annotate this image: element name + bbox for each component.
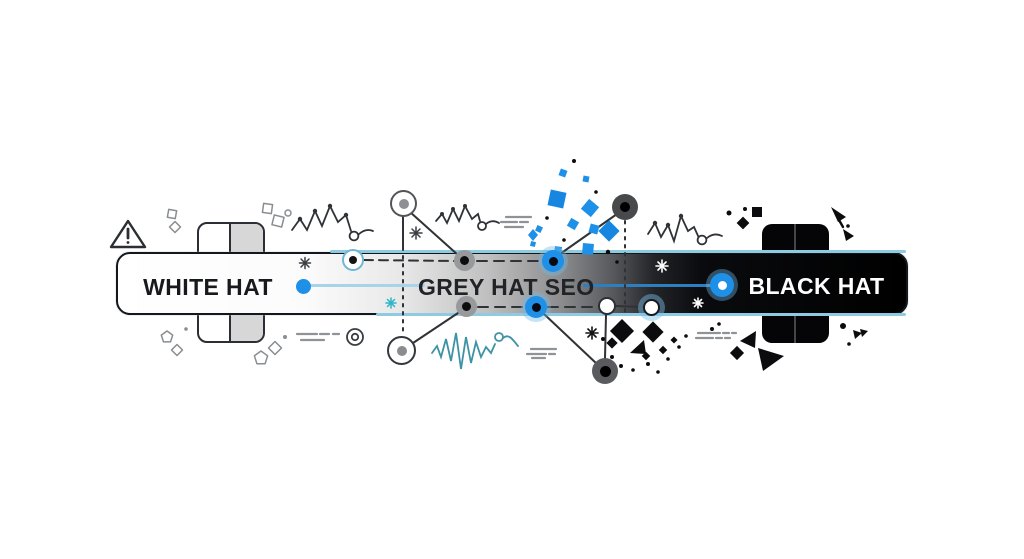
waveform-icon [431,332,519,370]
node-open-large [387,336,416,365]
blue-squares-cluster [529,159,620,264]
target-icon [346,328,364,346]
node-dark-bottom [592,358,618,384]
node-blue-top [542,250,564,272]
progress-dot-left [296,279,311,294]
cursor-arrow-icon-small [843,229,854,241]
spectrum-bar [116,252,908,315]
black-hat-label: BLACK HAT [748,273,885,299]
node-grey-bottom [456,296,477,317]
node-open-small [598,297,616,315]
bar-bottom-accent [376,313,906,316]
cursor-arrow-icon [831,207,846,222]
node-dark-top [612,194,638,220]
black-tab-top-divider [793,224,830,260]
white-hat-label: WHITE HAT [143,274,273,300]
node-grey-open [390,190,417,217]
line-chart-top-right-icon [647,213,723,246]
progress-line-right [583,284,721,287]
progress-line-left [303,284,425,287]
node-teal-ring [342,249,364,271]
node-white-glow [643,299,660,316]
line-chart-top-left-icon [291,203,374,242]
black-tab-bottom-divider [793,307,830,343]
line-chart-top-center-icon [435,203,500,231]
progress-endpoint-node [710,273,734,297]
grey-hat-label: GREY HAT SEO [418,274,595,300]
bar-top-accent [330,250,906,253]
blue-diamond-sparkle [528,229,538,241]
warning-icon [109,219,147,249]
node-grey-top [454,250,475,271]
node-blue-bottom [525,296,547,318]
